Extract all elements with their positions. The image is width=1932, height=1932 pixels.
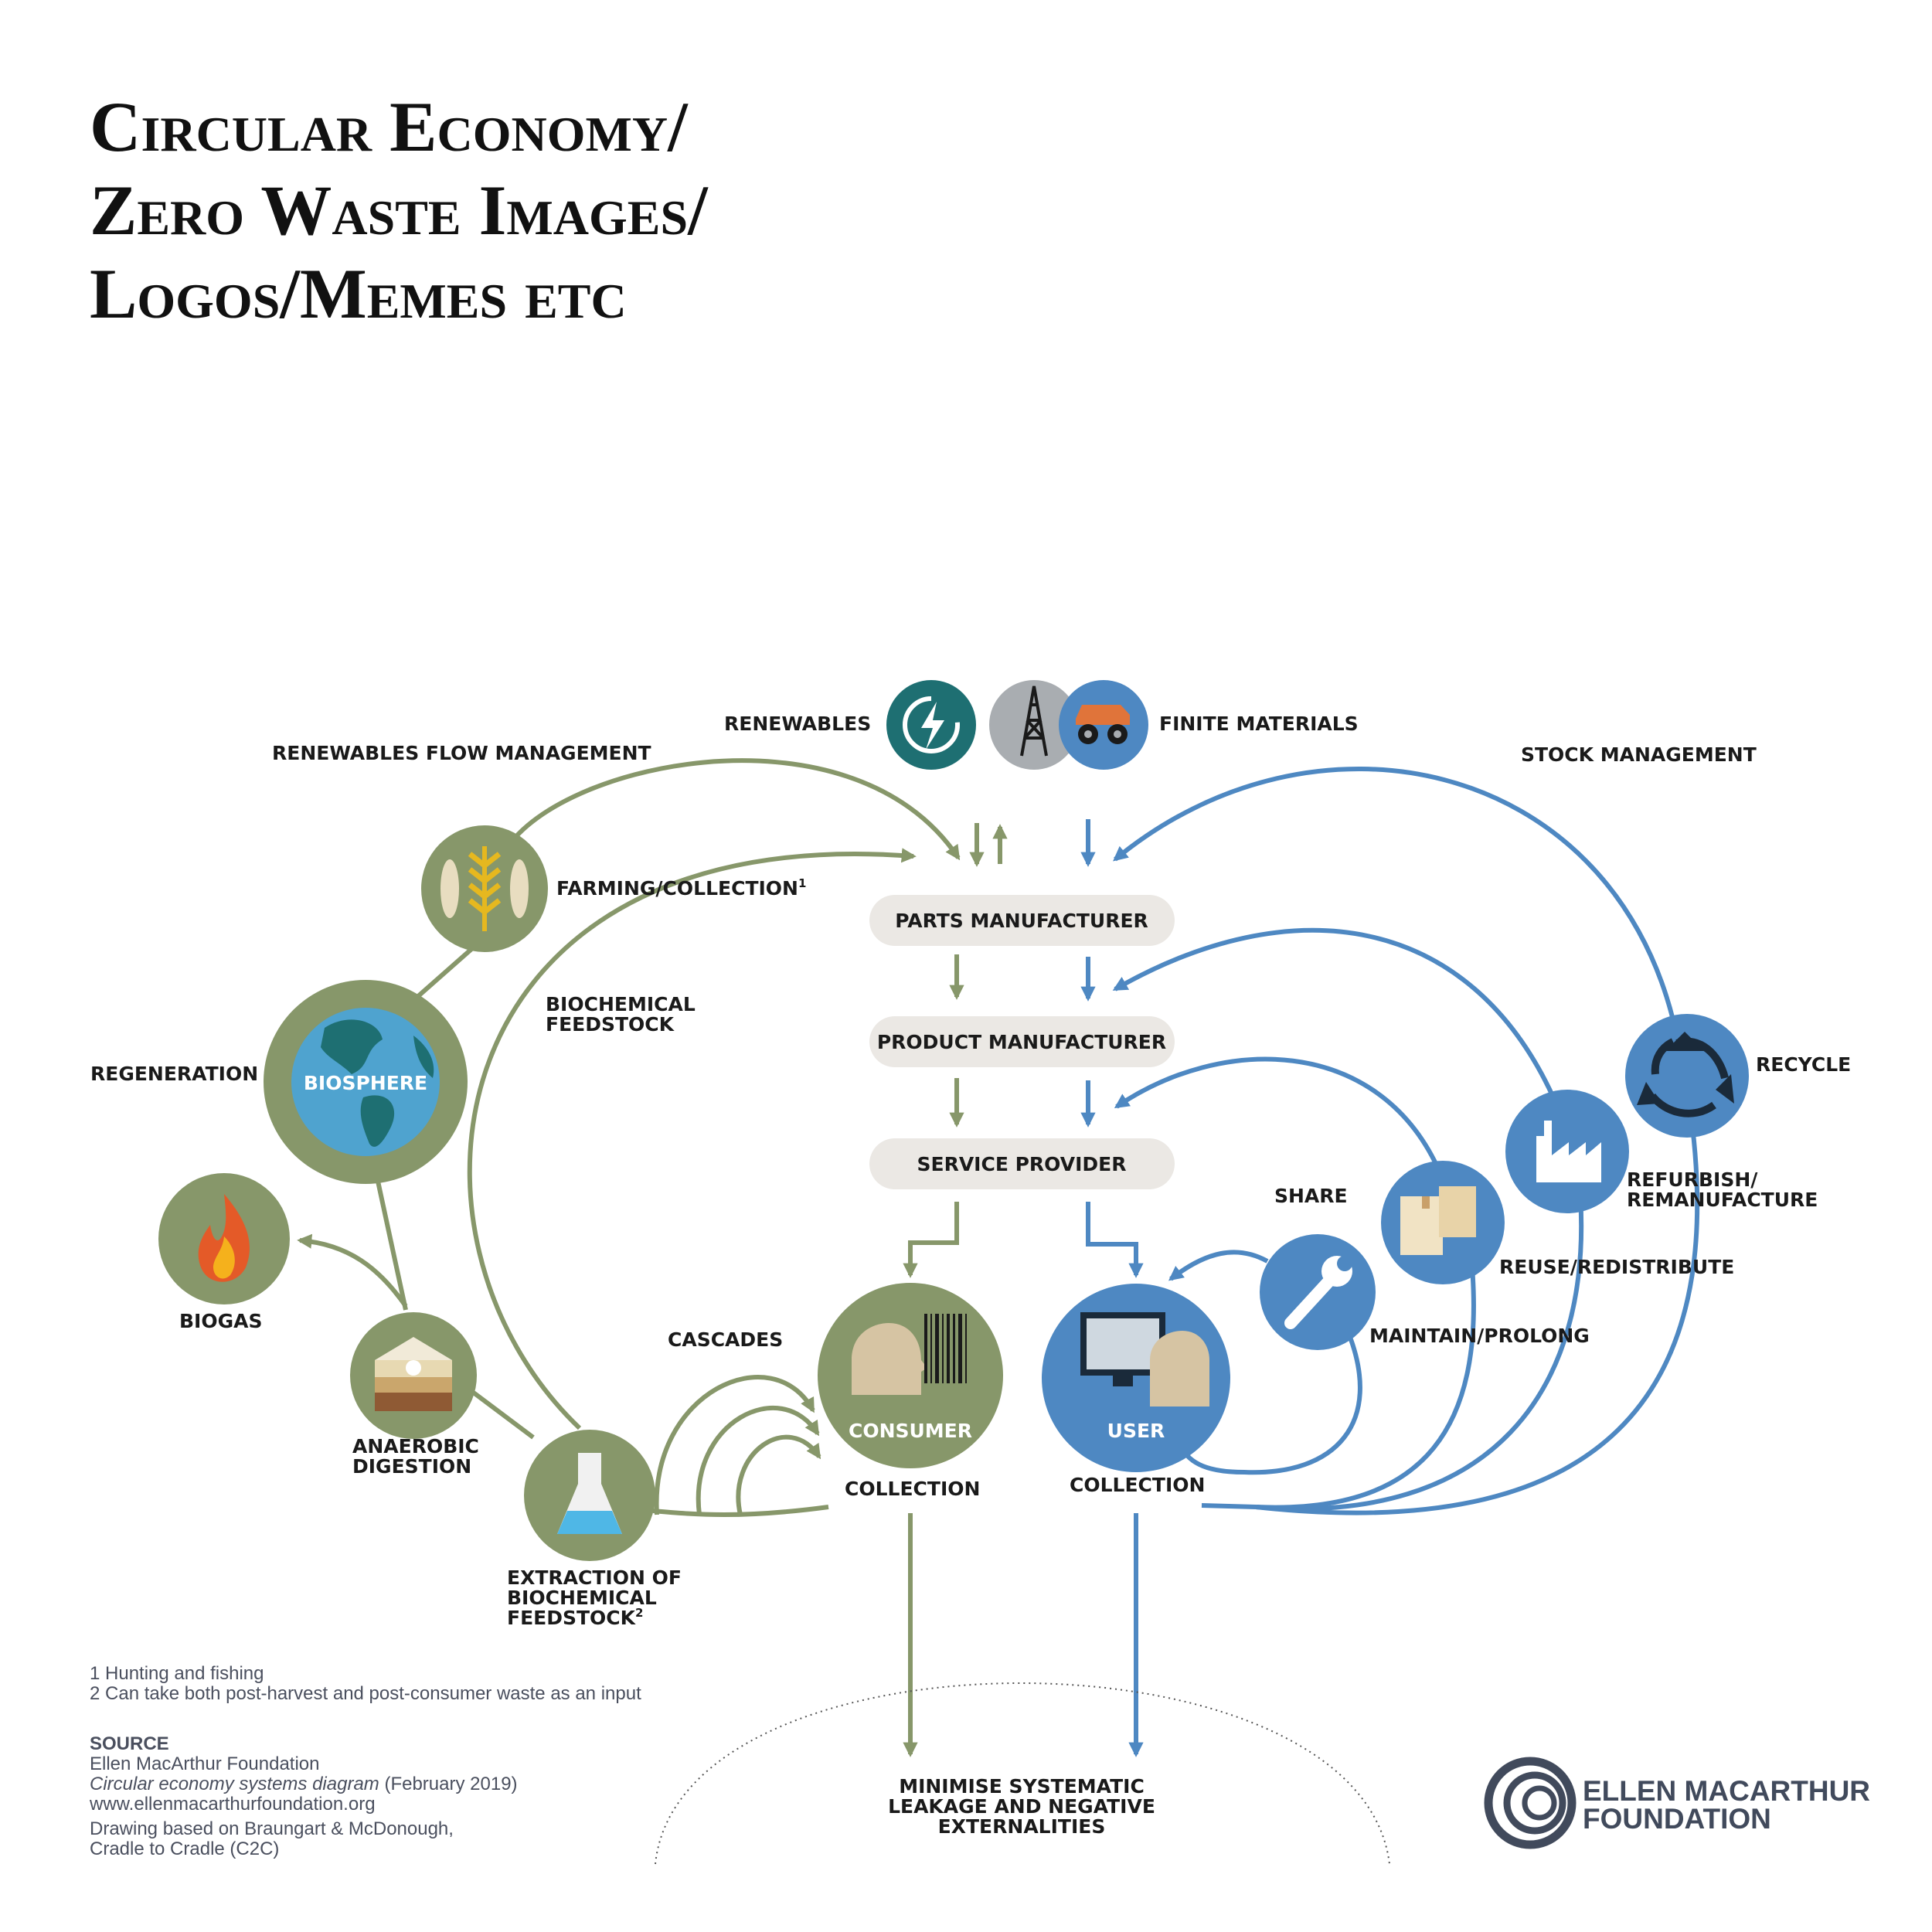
parts-manufacturer-label: PARTS MANUFACTURER bbox=[895, 910, 1148, 932]
extraction-label-2: BIOCHEMICAL bbox=[507, 1587, 657, 1609]
leakage-label-2: LEAKAGE AND NEGATIVE bbox=[888, 1795, 1155, 1818]
cascade-arc-1 bbox=[654, 1375, 815, 1515]
consumer-label: CONSUMER bbox=[849, 1420, 972, 1442]
user-collection-label: COLLECTION bbox=[1070, 1474, 1205, 1496]
extraction-label-3: FEEDSTOCK2 bbox=[507, 1606, 643, 1629]
title-line-1: Circular Economy/ bbox=[90, 87, 688, 166]
recycle-arc bbox=[1113, 767, 1675, 1021]
service-provider-label: SERVICE PROVIDER bbox=[917, 1153, 1127, 1175]
leakage-label-1: MINIMISE SYSTEMATIC bbox=[899, 1775, 1145, 1798]
boxes-icon bbox=[1381, 1161, 1505, 1284]
flask-icon bbox=[524, 1430, 655, 1561]
footnote-2: 2 Can take both post-harvest and post-co… bbox=[90, 1683, 641, 1704]
consumer-to-extraction-line bbox=[652, 1505, 829, 1517]
source-heading: SOURCE bbox=[90, 1733, 169, 1754]
technical-flows bbox=[1080, 767, 1700, 1757]
barcode-head-icon bbox=[818, 1283, 1003, 1468]
footnotes: 1 Hunting and fishing 2 Can take both po… bbox=[90, 1664, 641, 1704]
globe-icon bbox=[264, 980, 468, 1184]
refurbish-arc bbox=[1112, 927, 1556, 1099]
renewables-label: RENEWABLES bbox=[724, 713, 871, 735]
renewables-flow-arc bbox=[498, 758, 961, 861]
biosphere-to-anaerobic-line bbox=[372, 1166, 408, 1311]
source-date: (February 2019) bbox=[379, 1774, 518, 1794]
logo-line-1: ELLEN MACARTHUR bbox=[1583, 1775, 1871, 1807]
biochemical-feedstock-arc bbox=[467, 848, 917, 1430]
factory-icon bbox=[1505, 1090, 1629, 1213]
logo-line-2: FOUNDATION bbox=[1583, 1803, 1771, 1835]
recycle-return-curve bbox=[1255, 1126, 1700, 1515]
fish-wheat-icon bbox=[421, 825, 548, 952]
service-to-user-blue bbox=[1086, 1202, 1144, 1278]
footnote-1: 1 Hunting and fishing bbox=[90, 1663, 264, 1684]
consumer-collection-label: COLLECTION bbox=[845, 1478, 980, 1500]
refurbish-return-curve bbox=[1255, 1196, 1584, 1512]
to-biogas-arrow bbox=[297, 1233, 408, 1308]
drawing-credit-1: Drawing based on Braungart & McDonough, bbox=[90, 1818, 454, 1839]
page-title: Circular Economy/ Zero Waste Images/ Log… bbox=[90, 85, 708, 335]
title-line-3: Logos/Memes etc bbox=[90, 254, 627, 333]
product-manufacturer-box: PRODUCT MANUFACTURER bbox=[869, 1016, 1175, 1067]
source-title: Circular economy systems diagram bbox=[90, 1774, 379, 1794]
recycle-icon bbox=[1625, 1014, 1749, 1138]
mining-truck-icon bbox=[1059, 680, 1148, 770]
lightning-renew-icon bbox=[886, 680, 976, 770]
anaerobic-digestion-label-2: DIGESTION bbox=[352, 1455, 471, 1478]
biosphere-label: BIOSPHERE bbox=[304, 1072, 427, 1094]
anaerobic-digestion-label-1: ANAEROBIC bbox=[352, 1435, 479, 1458]
renewables-flow-management-label: RENEWABLES FLOW MANAGEMENT bbox=[272, 742, 651, 764]
oil-rig-icon bbox=[989, 680, 1079, 770]
regeneration-label: REGENERATION bbox=[90, 1063, 258, 1085]
source-url: www.ellenmacarthurfoundation.org bbox=[90, 1794, 376, 1815]
service-provider-box: SERVICE PROVIDER bbox=[869, 1138, 1175, 1189]
finite-materials-label: FINITE MATERIALS bbox=[1159, 713, 1359, 735]
product-manufacturer-label: PRODUCT MANUFACTURER bbox=[877, 1031, 1166, 1053]
reuse-arc bbox=[1114, 1056, 1440, 1168]
wrench-icon bbox=[1260, 1234, 1376, 1350]
refurbish-label-2: REMANUFACTURE bbox=[1627, 1189, 1818, 1211]
parts-manufacturer-box: PARTS MANUFACTURER bbox=[869, 895, 1175, 946]
user-label: USER bbox=[1107, 1420, 1165, 1442]
drawing-credit-2: Cradle to Cradle (C2C) bbox=[90, 1838, 280, 1859]
reuse-return-curve bbox=[1255, 1267, 1476, 1510]
refurbish-label-1: REFURBISH/ bbox=[1627, 1168, 1758, 1191]
concentric-rings-logo bbox=[1484, 1757, 1577, 1849]
foundation-logo-text: ELLEN MACARTHUR FOUNDATION bbox=[1583, 1777, 1870, 1833]
recycle-label: RECYCLE bbox=[1756, 1053, 1851, 1076]
biochemical-feedstock-label-2: FEEDSTOCK bbox=[546, 1013, 675, 1036]
title-line-2: Zero Waste Images/ bbox=[90, 171, 708, 250]
biogas-label: BIOGAS bbox=[179, 1310, 262, 1332]
reuse-redistribute-label: REUSE/REDISTRIBUTE bbox=[1499, 1256, 1734, 1278]
source-title-line: Circular economy systems diagram (Februa… bbox=[90, 1774, 518, 1794]
cascades-label: CASCADES bbox=[668, 1328, 783, 1351]
share-arc bbox=[1168, 1250, 1269, 1281]
soil-layers-icon bbox=[350, 1312, 477, 1439]
stock-management-label: STOCK MANAGEMENT bbox=[1521, 743, 1757, 766]
source-org: Ellen MacArthur Foundation bbox=[90, 1753, 320, 1774]
biological-flows bbox=[297, 758, 1008, 1757]
cascade-arc-3 bbox=[736, 1434, 821, 1515]
anaerobic-to-extraction-line bbox=[470, 1389, 535, 1440]
maintain-loop bbox=[1179, 1332, 1362, 1475]
cascade-arc-2 bbox=[696, 1405, 820, 1515]
maintain-prolong-label: MAINTAIN/PROLONG bbox=[1369, 1325, 1590, 1347]
share-label: SHARE bbox=[1274, 1185, 1348, 1207]
collection-to-return-curve bbox=[1201, 1503, 1257, 1509]
biochemical-feedstock-label-1: BIOCHEMICAL bbox=[546, 993, 696, 1015]
extraction-label-1: EXTRACTION OF bbox=[507, 1566, 682, 1589]
service-to-consumer-green bbox=[903, 1202, 959, 1278]
leakage-label-3: EXTERNALITIES bbox=[938, 1815, 1106, 1838]
flame-icon bbox=[158, 1173, 290, 1304]
farming-collection-label: FARMING/COLLECTION1 bbox=[556, 876, 806, 900]
computer-user-icon bbox=[1042, 1284, 1230, 1472]
source-block: SOURCE Ellen MacArthur Foundation Circul… bbox=[90, 1734, 518, 1859]
